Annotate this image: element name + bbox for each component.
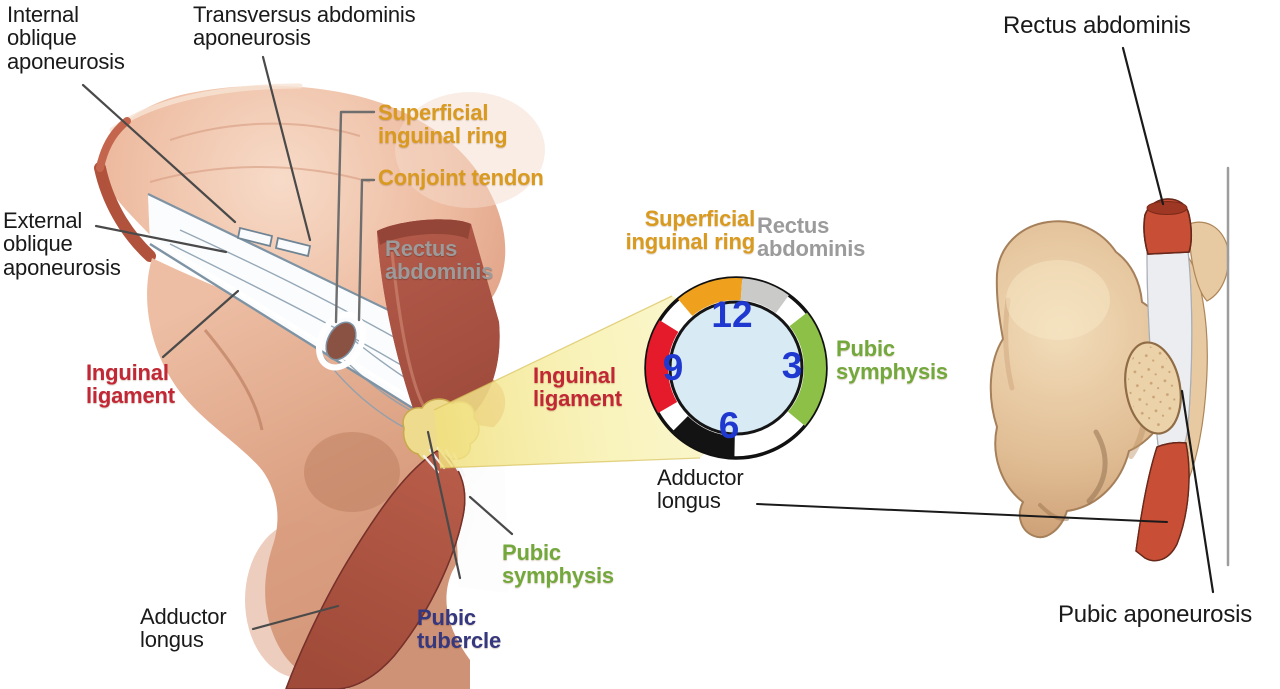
clock-segment-pubic-symphysis [787, 312, 826, 426]
bone-top-right-lobe [1188, 221, 1230, 302]
label-pubic-symphysis-left: Pubic symphysis [502, 540, 614, 589]
obturator-shade [304, 432, 400, 512]
label-adductor-longus-clock: Adductor longus [657, 465, 744, 514]
line-internal-oblique [81, 83, 237, 224]
line-external-oblique [94, 224, 228, 254]
clock-number-9: 9 [662, 347, 684, 388]
label-inguinal-ligament-left: Inguinal ligament [86, 360, 175, 409]
superficial-ring-hole [315, 311, 367, 371]
line-conjoint-bracket [357, 178, 376, 322]
clock-segment-adductor-longus [672, 415, 736, 458]
label-transversus-abdominis-aponeurosis: Transversus abdominis aponeurosis [193, 2, 416, 51]
line-rectus-right [1121, 46, 1165, 206]
aponeurosis-layer-tabs [236, 226, 312, 258]
clock-segments [646, 278, 826, 458]
label-external-oblique-aponeurosis: External oblique aponeurosis [3, 208, 121, 280]
line-transversus [261, 55, 312, 242]
wing-fade [395, 92, 545, 208]
wing-rim [94, 117, 156, 262]
aponeurosis-band [147, 193, 471, 447]
clock-face [668, 300, 804, 436]
label-adductor-longus-left: Adductor longus [140, 604, 227, 653]
label-superficial-inguinal-ring-left: Superficial inguinal ring [378, 100, 508, 149]
label-pubic-tubercle: Pubic tubercle [417, 605, 501, 654]
right-pelvis-illustration [989, 198, 1230, 562]
line-superficial-ring-bracket [334, 110, 376, 324]
stump-cut-surface [1146, 201, 1188, 215]
bone-crevice [203, 329, 264, 431]
bone-highlight [1006, 260, 1110, 340]
line-adductor-left [251, 604, 340, 631]
label-conjoint-tendon: Conjoint tendon [378, 165, 544, 190]
clock-number-3: 3 [781, 345, 803, 386]
label-pubic-aponeurosis: Pubic aponeurosis [1058, 601, 1253, 628]
label-rectus-abdominis-clock: Rectus abdominis [757, 213, 866, 262]
label-inguinal-ligament-clock: Inguinal ligament [533, 363, 622, 412]
rectus-abdominis-muscle-left [377, 219, 500, 431]
label-internal-oblique-aponeurosis: Internal oblique aponeurosis [7, 2, 125, 74]
label-rectus-abdominis-left: Rectus abdominis [385, 236, 494, 285]
clock-number-6: 6 [718, 405, 740, 446]
muscle-cut-edge [377, 219, 471, 245]
line-inguinal-left [161, 289, 240, 359]
muscle-highlight [390, 251, 430, 415]
adductor-longus-muscle-right [1135, 441, 1190, 562]
wing-contours [149, 122, 371, 183]
clock-segment-superficial-inguinal-ring [678, 278, 743, 317]
rectus-abdominis-stump [1143, 198, 1193, 255]
line-adductor-center [756, 503, 1168, 523]
clock-segment-inguinal-ligament [646, 320, 679, 413]
label-rectus-abdominis-right: Rectus abdominis [1003, 12, 1191, 39]
clock-segment-rectus-abdominis [740, 278, 789, 314]
line-pubic-aponeurosis [1180, 389, 1215, 594]
symphyseal-surface-oval [1124, 341, 1182, 435]
line-pubic-symphysis-left [468, 495, 514, 536]
label-superficial-inguinal-ring-clock: Superficial inguinal ring [625, 206, 756, 255]
leader-lines [81, 46, 1230, 631]
clock-number-12: 12 [711, 294, 753, 335]
clock-diagram [644, 276, 828, 460]
line-pubic-tubercle [426, 430, 462, 580]
label-pubic-symphysis-clock: Pubic symphysis [836, 336, 948, 385]
